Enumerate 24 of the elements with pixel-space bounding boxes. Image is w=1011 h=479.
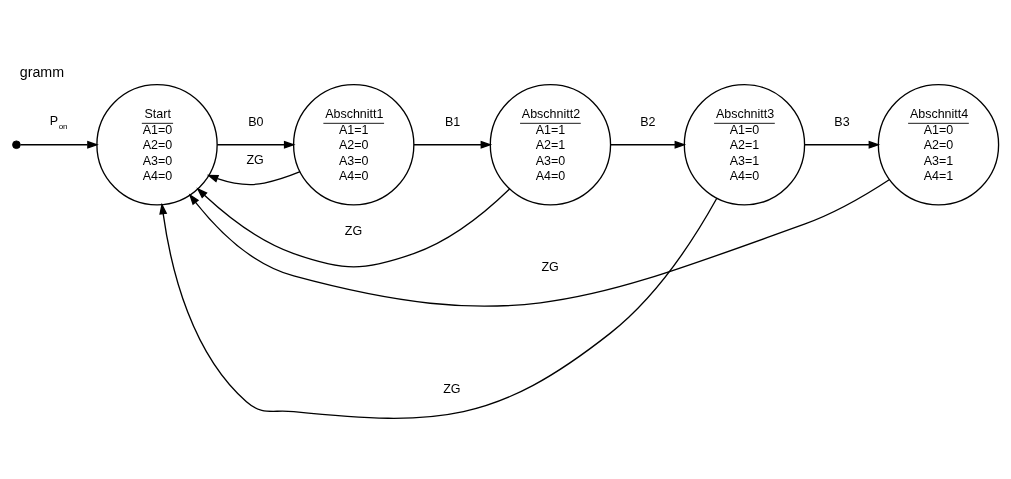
- diagram-title: gramm: [19, 63, 65, 80]
- node-circle: Abschnitt1 A1=1 A2=0 A3=0 A4=0: [292, 83, 415, 206]
- arrow: [803, 140, 881, 149]
- arrow: [609, 140, 687, 149]
- edge-label: B2: [640, 114, 656, 129]
- edge-label: B1: [444, 114, 461, 129]
- edge-label: ZG: [541, 259, 559, 274]
- edge-label: B0: [248, 114, 264, 129]
- arrow: [159, 197, 718, 419]
- arrow: [413, 140, 493, 149]
- arrow: [196, 187, 511, 268]
- node-circle: Abschnitt3 A1=0 A2=1 A3=1 A4=0: [683, 83, 806, 206]
- arrow: [19, 140, 99, 149]
- edge-label: ZG: [443, 381, 461, 396]
- arrow: [188, 178, 891, 307]
- edge-label: ZG: [344, 223, 363, 238]
- arrow: [206, 170, 301, 185]
- node-circle: Abschnitt4 A1=0 A2=0 A3=1 A4=1: [877, 83, 1000, 206]
- edge-label: ZG: [246, 152, 264, 167]
- node-circle: Abschnitt2 A1=1 A2=1 A3=0 A4=0: [489, 83, 612, 206]
- edge-label: P$_{on}$: [49, 113, 68, 131]
- edge-label: B3: [834, 114, 850, 129]
- node-circle: [12, 139, 21, 149]
- arrow: [216, 140, 296, 149]
